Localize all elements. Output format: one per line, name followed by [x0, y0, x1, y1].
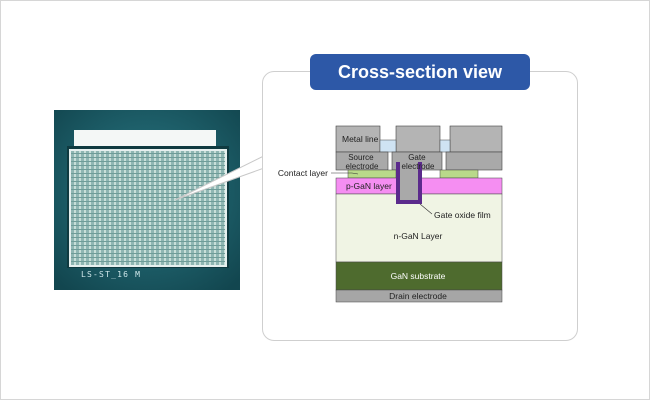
contact-layer-right: [439, 169, 479, 179]
label-gate-electrode: Gate electrode: [402, 153, 435, 171]
drain-electrode: [335, 289, 503, 303]
label-p-gan-layer: p-GaN layer: [346, 181, 392, 191]
label-gate-electrode-line1: Gate: [408, 153, 426, 162]
label-source-electrode-line1: Source: [348, 153, 374, 162]
label-gate-electrode-line2: electrode: [402, 162, 435, 171]
cross-section-diagram: Metal line Source electrode Gate electro…: [278, 125, 503, 303]
contact-layer-left: [347, 169, 397, 179]
gate-oxide-leader-line: [419, 203, 433, 215]
label-gate-oxide-film: Gate oxide film: [434, 210, 491, 220]
label-source-electrode-line2: electrode: [346, 162, 379, 171]
gan-substrate: [335, 261, 503, 291]
label-metal-line: Metal line: [342, 134, 379, 144]
via: [439, 139, 451, 153]
chip-marking: LS-ST_16 M: [81, 270, 142, 279]
metal-line-block: [449, 125, 503, 153]
via: [379, 139, 397, 153]
metal-line-block: [395, 125, 441, 153]
label-drain-electrode: Drain electrode: [389, 291, 447, 301]
gate-trench-fill: [400, 162, 418, 200]
label-contact-layer: Contact layer: [278, 168, 328, 178]
label-gan-substrate: GaN substrate: [391, 271, 446, 281]
chip-photo: LS-ST_16 M: [54, 110, 240, 290]
chip-micrograph-illustration: [54, 110, 240, 290]
metal-line-block: [335, 125, 381, 153]
contact-leader-line: [351, 172, 359, 175]
n-gan-layer: [335, 193, 503, 263]
source-electrode-block: [445, 151, 503, 171]
label-n-gan-layer: n-GaN Layer: [394, 231, 443, 241]
panel-title: Cross-section view: [310, 54, 530, 90]
label-source-electrode: Source electrode: [346, 153, 379, 171]
